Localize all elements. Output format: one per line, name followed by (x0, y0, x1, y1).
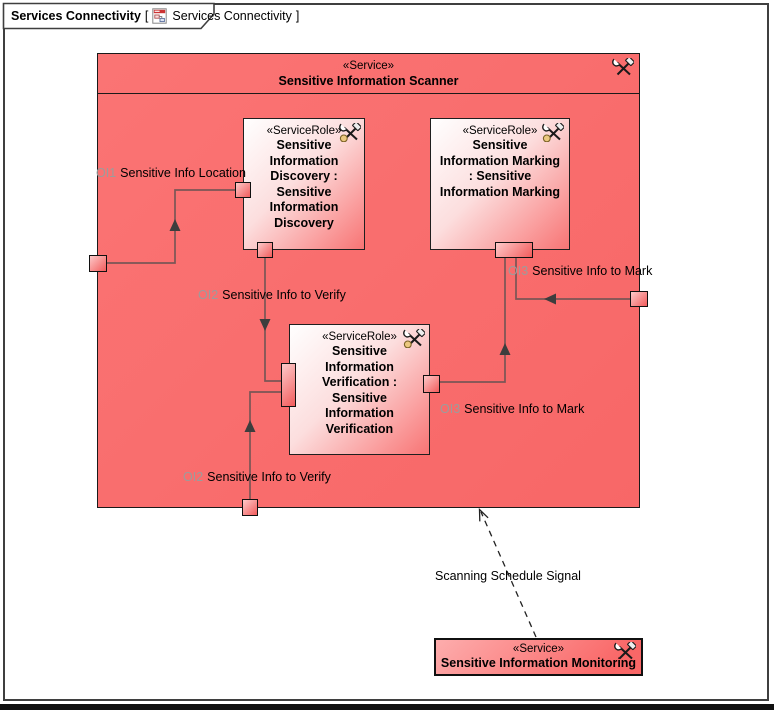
label-text: Sensitive Info to Mark (532, 264, 653, 278)
service-role-icon (339, 123, 361, 142)
monitoring-stereotype: «Service» (512, 643, 565, 655)
port-verification-left[interactable] (281, 363, 296, 407)
port-scanner-left[interactable] (89, 255, 107, 272)
label-prefix: OI2 (183, 470, 204, 484)
scanner-stereotype: «Service» (342, 60, 395, 72)
bottom-window-edge (0, 704, 774, 710)
label-text: Sensitive Info to Mark (464, 402, 585, 416)
role-stereotype: «ServiceRole» (462, 125, 538, 137)
service-role-icon (542, 123, 564, 142)
label-prefix: OI2 (198, 288, 219, 302)
role-box-discovery[interactable]: «ServiceRole» Sensitive Information Disc… (243, 118, 365, 250)
port-verification-right[interactable] (423, 375, 440, 393)
role-name-verification: Sensitive Information Verification : Sen… (321, 344, 398, 436)
port-marking-bottom[interactable] (495, 242, 533, 258)
port-scanner-right[interactable] (630, 291, 648, 307)
tab-context-name: Services Connectivity (172, 9, 292, 23)
service-role-icon (403, 329, 425, 348)
label-prefix: OI3 (508, 264, 529, 278)
scanner-name: Sensitive Information Scanner (278, 74, 459, 88)
label-prefix: OI3 (440, 402, 461, 416)
label-text: Sensitive Info Location (120, 166, 246, 180)
service-icon (612, 58, 634, 76)
role-box-verification[interactable]: «ServiceRole» Sensitive Information Veri… (289, 324, 430, 455)
port-discovery-left[interactable] (235, 182, 251, 198)
role-box-marking[interactable]: «ServiceRole» Sensitive Information Mark… (430, 118, 570, 250)
services-connectivity-diagram-icon (152, 8, 168, 24)
role-name-marking: Sensitive Information Marking : Sensitiv… (439, 138, 561, 199)
label-text: Sensitive Info to Verify (222, 288, 346, 302)
diagram-tab: Services Connectivity [ Services Connect… (11, 8, 299, 24)
service-icon (614, 642, 636, 660)
tab-title: Services Connectivity (11, 9, 141, 23)
tab-open-bracket: [ (144, 9, 149, 23)
scanner-header: «Service» Sensitive Information Scanner (98, 54, 639, 94)
port-discovery-bottom[interactable] (257, 242, 273, 258)
tab-close-bracket: ] (295, 9, 300, 23)
role-stereotype: «ServiceRole» (266, 125, 342, 137)
label-prefix: OI1 (96, 166, 117, 180)
service-box-monitoring[interactable]: «Service» Sensitive Information Monitori… (434, 638, 643, 676)
label-text: Sensitive Info to Verify (207, 470, 331, 484)
role-stereotype: «ServiceRole» (322, 331, 397, 343)
signal-label[interactable]: Scanning Schedule Signal (435, 569, 581, 583)
role-name-discovery: Sensitive Information Discovery : Sensit… (269, 138, 339, 230)
monitoring-name: Sensitive Information Monitoring (440, 656, 637, 670)
port-scanner-bottom[interactable] (242, 499, 258, 516)
